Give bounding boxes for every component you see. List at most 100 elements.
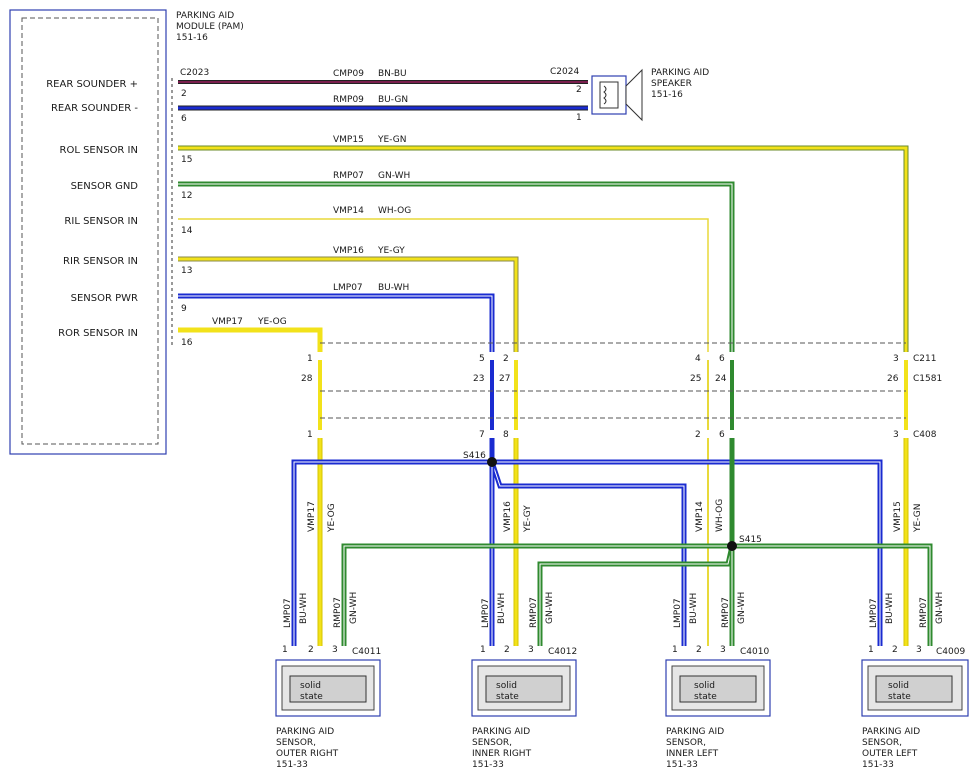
pin-number: 1 [868, 645, 874, 655]
pin-number: 6 [719, 354, 725, 364]
wire-circuit: LMP07 [869, 598, 879, 628]
pin-number: 28 [301, 374, 313, 384]
pin-number: 26 [887, 374, 899, 384]
wire-color: BU-WH [378, 283, 409, 293]
sensor-inner-right: solid state C4012 1 2 3 PARKING AID SENS… [471, 645, 577, 770]
pin-number: 12 [181, 191, 192, 201]
sensor-inner-line-1: solid [300, 681, 321, 691]
wire-circuit: VMP17 [212, 317, 243, 327]
pin-label-rear-sounder-plus: REAR SOUNDER + [46, 79, 138, 90]
pin-number: 3 [893, 430, 899, 440]
sensor-title-line-4: 151-33 [472, 760, 504, 770]
sensor-outer-right: solid state C4011 1 2 3 PARKING AID SENS… [275, 645, 381, 770]
wire-circuit: RMP07 [529, 597, 539, 628]
pin-label-ril-sensor: RIL SENSOR IN [64, 216, 138, 227]
sensor-title-line-3: INNER RIGHT [472, 749, 532, 759]
wire-color: GN-WH [545, 592, 555, 624]
sensor-connector-label: C4011 [352, 647, 381, 657]
speaker-title-line-2: SPEAKER [651, 79, 692, 89]
wire-color: GN-WH [737, 592, 747, 624]
pin-number: 6 [181, 114, 187, 124]
wire-color: YE-OG [257, 317, 287, 327]
wire-color: WH-OG [378, 206, 411, 216]
sensor-inner-line-2: state [888, 692, 911, 702]
vertical-wire-labels: VMP17 YE-OG VMP16 YE-GY VMP14 WH-OG VMP1… [307, 499, 923, 533]
pin-number: 2 [503, 354, 509, 364]
wire-circuit: VMP16 [333, 246, 364, 256]
wire-circuit: LMP07 [673, 598, 683, 628]
sensor-title-line-2: SENSOR, [666, 738, 706, 748]
module-title-line-1: PARKING AID [176, 11, 234, 21]
pin-number: 23 [473, 374, 484, 384]
sensor-title-line-2: SENSOR, [862, 738, 902, 748]
wire-color: YE-OG [327, 503, 337, 533]
wire-color: BN-BU [378, 69, 407, 79]
sensor-inner-left: solid state C4010 1 2 3 PARKING AID SENS… [665, 645, 771, 770]
wire-circuit: VMP14 [695, 501, 705, 532]
wire-circuit: RMP07 [721, 597, 731, 628]
pin-number: 2 [696, 645, 702, 655]
sensor-connector-label: C4012 [548, 647, 577, 657]
sensor-title-line-4: 151-33 [862, 760, 894, 770]
inline-connectors: C211 C1581 C408 1 5 2 4 6 3 28 23 27 25 … [301, 342, 942, 440]
sensor-title-line-2: SENSOR, [276, 738, 316, 748]
wire-color: BU-WH [689, 593, 699, 624]
sensor-lead-labels: LMP07 BU-WH RMP07 GN-WH LMP07 BU-WH RMP0… [283, 592, 945, 628]
wire-color: BU-WH [885, 593, 895, 624]
wire-circuit: VMP15 [333, 135, 364, 145]
pin-number: 15 [181, 155, 192, 165]
sensor-title-line-4: 151-33 [666, 760, 698, 770]
wire-circuit: LMP07 [283, 598, 293, 628]
pin-label-rol-sensor: ROL SENSOR IN [60, 145, 139, 156]
wire-color: WH-OG [715, 499, 725, 532]
sensor-connector-label: C4009 [936, 647, 965, 657]
wire-circuit: VMP16 [503, 501, 513, 532]
pin-number: 13 [181, 266, 192, 276]
sensor-title-line-3: INNER LEFT [666, 749, 719, 759]
wire-circuit: VMP15 [893, 501, 903, 532]
pin-number: 2 [695, 430, 701, 440]
pin-number: 2 [504, 645, 510, 655]
pin-label-rir-sensor: RIR SENSOR IN [63, 256, 138, 267]
pin-number: 24 [715, 374, 727, 384]
parking-aid-module: PARKING AID MODULE (PAM) 151-16 C2023 [9, 9, 244, 455]
pin-label-sensor-pwr: SENSOR PWR [71, 293, 138, 304]
module-title-line-3: 151-16 [176, 33, 208, 43]
wire-circuit: CMP09 [333, 69, 364, 79]
pin-number: 25 [690, 374, 701, 384]
pin-number: 3 [720, 645, 726, 655]
pin-number: 1 [307, 354, 313, 364]
pin-number: 14 [181, 226, 193, 236]
pin-number: 3 [916, 645, 922, 655]
module-pin-labels: REAR SOUNDER + REAR SOUNDER - ROL SENSOR… [46, 79, 193, 348]
sensor-title-line-3: OUTER RIGHT [276, 749, 339, 759]
sensor-inner-line-1: solid [496, 681, 517, 691]
connector-c211-label: C211 [913, 354, 936, 364]
sensor-inner-line-2: state [496, 692, 519, 702]
pin-number: 8 [503, 430, 509, 440]
wire-circuit: RMP07 [919, 597, 929, 628]
wire-circuit: VMP14 [333, 206, 364, 216]
speaker-title-line-3: 151-16 [651, 90, 683, 100]
wire-color: GN-WH [349, 592, 359, 624]
pin-number: 1 [307, 430, 313, 440]
connector-c1581-label: C1581 [913, 374, 942, 384]
speaker-connector-label: C2024 [550, 67, 579, 77]
wire-color: BU-WH [497, 593, 507, 624]
sensor-title-line-4: 151-33 [276, 760, 308, 770]
speaker-pin-2: 2 [576, 85, 582, 95]
parking-aid-speaker: PARKING AID SPEAKER 151-16 C2024 2 1 [550, 67, 709, 123]
module-title-line-2: MODULE (PAM) [176, 22, 244, 32]
wire-labels: CMP09 BN-BU RMP09 BU-GN VMP15 YE-GN RMP0… [212, 69, 411, 327]
wires [178, 80, 933, 646]
pin-number: 7 [479, 430, 485, 440]
pin-label-rear-sounder-minus: REAR SOUNDER - [51, 103, 138, 114]
pin-number: 2 [892, 645, 898, 655]
splices: S416 S415 [463, 451, 762, 551]
pin-number: 9 [181, 304, 187, 314]
wire-circuit: LMP07 [333, 283, 363, 293]
wire-circuit: LMP07 [481, 598, 491, 628]
sensor-inner-line-1: solid [694, 681, 715, 691]
sensor-title-line-1: PARKING AID [276, 727, 334, 737]
